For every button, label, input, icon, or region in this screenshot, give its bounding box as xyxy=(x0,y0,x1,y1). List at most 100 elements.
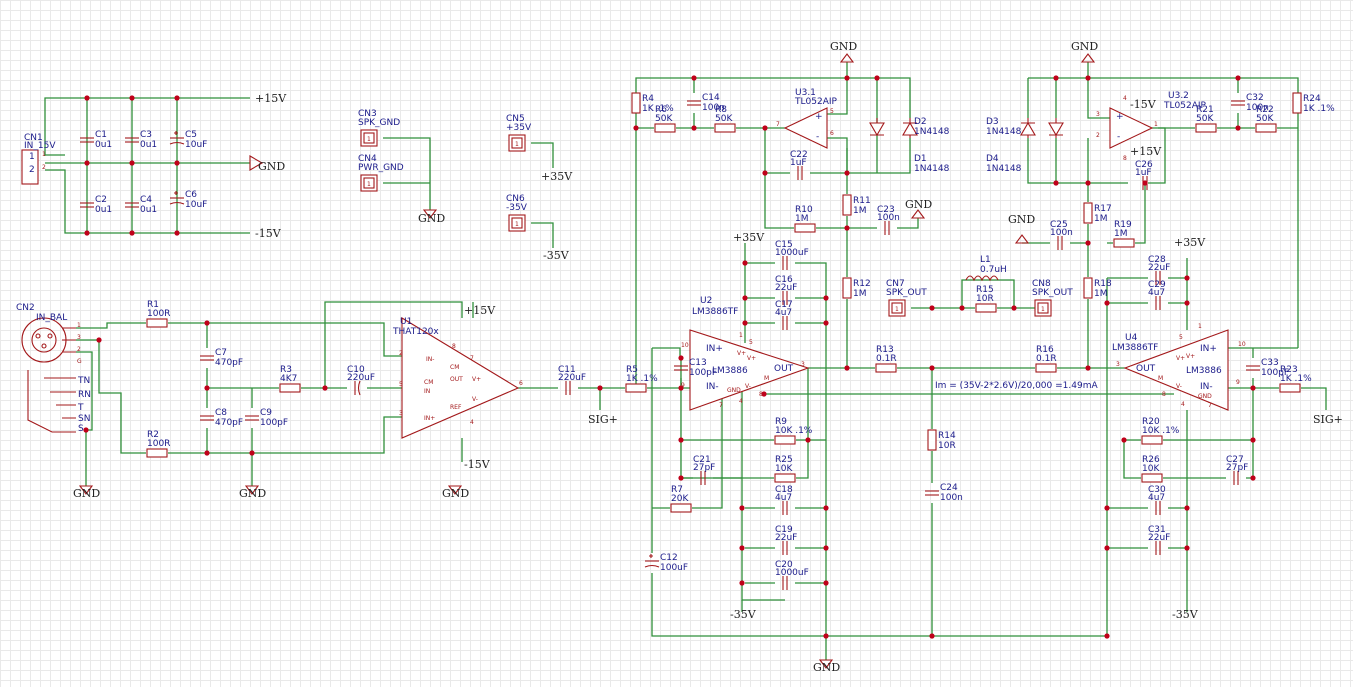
capacitor-ref: C30 xyxy=(1148,485,1166,495)
u4-pin-vp2: V+ xyxy=(1176,355,1185,362)
capacitor-value: 27pF xyxy=(1226,463,1248,473)
capacitor-ref: C28 xyxy=(1148,255,1166,265)
u2-n10: 10 xyxy=(681,342,689,349)
u2-name: LM3886 xyxy=(712,366,748,376)
junction-dot xyxy=(174,230,180,236)
connector-value: PWR_GND xyxy=(358,163,404,173)
junction-dot xyxy=(929,305,935,311)
junction-dot xyxy=(762,170,768,176)
resistor-ref: R6 xyxy=(655,105,667,115)
capacitor-value: 10uF xyxy=(185,140,207,150)
resistor-ref: R5 xyxy=(626,365,638,375)
connector-value: SPK_GND xyxy=(358,118,400,128)
junction-dot xyxy=(1184,505,1190,511)
u31-minus: - xyxy=(816,132,819,142)
capacitor-ref: C21 xyxy=(693,455,711,465)
resistor-ref: R25 xyxy=(775,455,793,465)
resistor-ref: R15 xyxy=(976,285,994,295)
junction-dot xyxy=(739,545,745,551)
l1-ref: L1 xyxy=(980,255,991,265)
u2-n8: 8 xyxy=(759,391,763,398)
resistor-value: 10R xyxy=(976,294,994,304)
capacitor-ref: C23 xyxy=(877,205,895,215)
cn2-pin-2: 2 xyxy=(77,346,81,353)
junction-dot xyxy=(129,160,135,166)
capacitor-value: 0u1 xyxy=(95,205,112,215)
connector-value: SPK_OUT xyxy=(886,288,927,298)
junctions xyxy=(83,75,1256,639)
capacitor-value: 470pF xyxy=(215,418,243,428)
cn1-connector xyxy=(21,149,39,185)
u32-n2: 2 xyxy=(1096,132,1100,139)
capacitor-value: 4u7 xyxy=(775,308,792,318)
junction-dot xyxy=(84,230,90,236)
junction-dot xyxy=(84,95,90,101)
capacitor-ref: C24 xyxy=(940,483,958,493)
p35-label-1: +35V xyxy=(541,170,573,183)
junction-dot xyxy=(322,385,328,391)
resistor-value: 50K xyxy=(1196,114,1214,124)
resistor-ref: R16 xyxy=(1036,345,1054,355)
p35-label-2: +35V xyxy=(733,231,765,244)
resistor-value: 10K .1% xyxy=(1142,426,1180,436)
u4-n8: 8 xyxy=(1162,391,1166,398)
junction-dot xyxy=(844,365,850,371)
u4-pin-m: M xyxy=(1158,375,1163,382)
capacitor-value: 1uF xyxy=(790,158,807,168)
u1-pin-vminus: V- xyxy=(472,396,478,403)
capacitor-value: 100uF xyxy=(660,563,688,573)
u1-pin-in-minus: IN- xyxy=(426,356,434,363)
u31-plus: + xyxy=(815,112,823,122)
connector-value: SPK_OUT xyxy=(1032,288,1073,298)
resistor-ref: R12 xyxy=(853,279,871,289)
u4-n1: 1 xyxy=(1198,323,1202,330)
junction-dot xyxy=(739,505,745,511)
gnd-label-6: GND xyxy=(830,40,857,53)
capacitor-ref: C10 xyxy=(347,365,365,375)
u1-value: THAT120x xyxy=(392,327,439,337)
diode-value: 1N4148 xyxy=(914,164,950,174)
junction-dot xyxy=(1085,240,1091,246)
u2-pin-vm: V- xyxy=(745,383,751,390)
junction-dot xyxy=(844,225,850,231)
junction-dot xyxy=(1235,125,1241,131)
u31-n5: 5 xyxy=(830,108,834,115)
junction-dot xyxy=(1011,305,1017,311)
resistor-ref: R21 xyxy=(1196,105,1214,115)
capacitor-value: 0u1 xyxy=(140,205,157,215)
capacitor-ref: C17 xyxy=(775,300,793,310)
gnd-label-3: GND xyxy=(73,487,100,500)
gnd-label-5: GND xyxy=(442,487,469,500)
u1-pin-in-plus: IN+ xyxy=(424,415,435,422)
diode-ref: D4 xyxy=(986,154,999,164)
junction-dot xyxy=(204,450,210,456)
capacitor-value: 100n xyxy=(877,213,900,223)
resistor-ref: R10 xyxy=(795,205,813,215)
capacitor-ref: C31 xyxy=(1148,525,1166,535)
resistor-ref: R3 xyxy=(280,365,292,375)
u31-opamp xyxy=(783,107,828,149)
junction-dot xyxy=(1250,437,1256,443)
u1-ref: U1 xyxy=(400,317,412,327)
